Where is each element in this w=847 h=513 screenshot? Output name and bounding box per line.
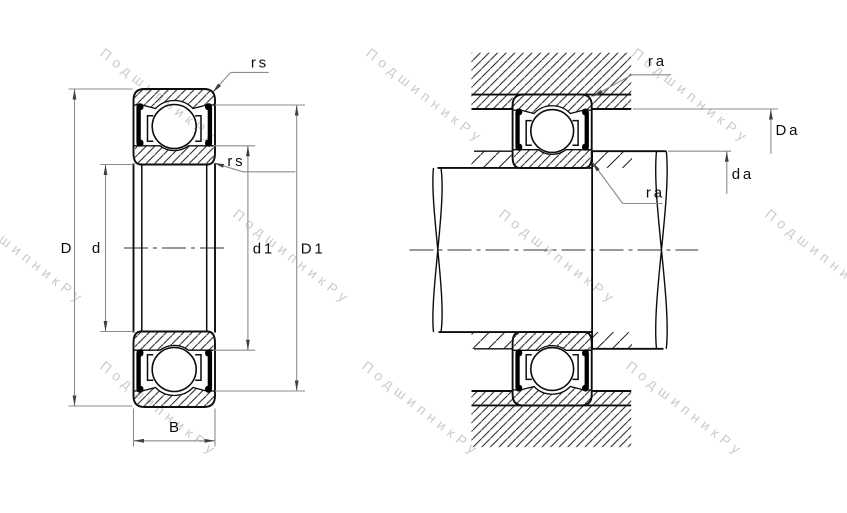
svg-text:ra: ra: [648, 53, 667, 70]
svg-text:B: B: [169, 419, 182, 436]
svg-text:D: D: [61, 240, 75, 257]
svg-text:ra: ra: [646, 185, 665, 202]
svg-text:Da: Da: [776, 122, 801, 139]
svg-text:rs: rs: [227, 153, 245, 170]
svg-text:D1: D1: [301, 241, 326, 258]
svg-text:d1: d1: [253, 241, 275, 258]
svg-text:rs: rs: [251, 55, 269, 72]
svg-text:d: d: [92, 240, 103, 257]
svg-text:da: da: [732, 166, 754, 183]
